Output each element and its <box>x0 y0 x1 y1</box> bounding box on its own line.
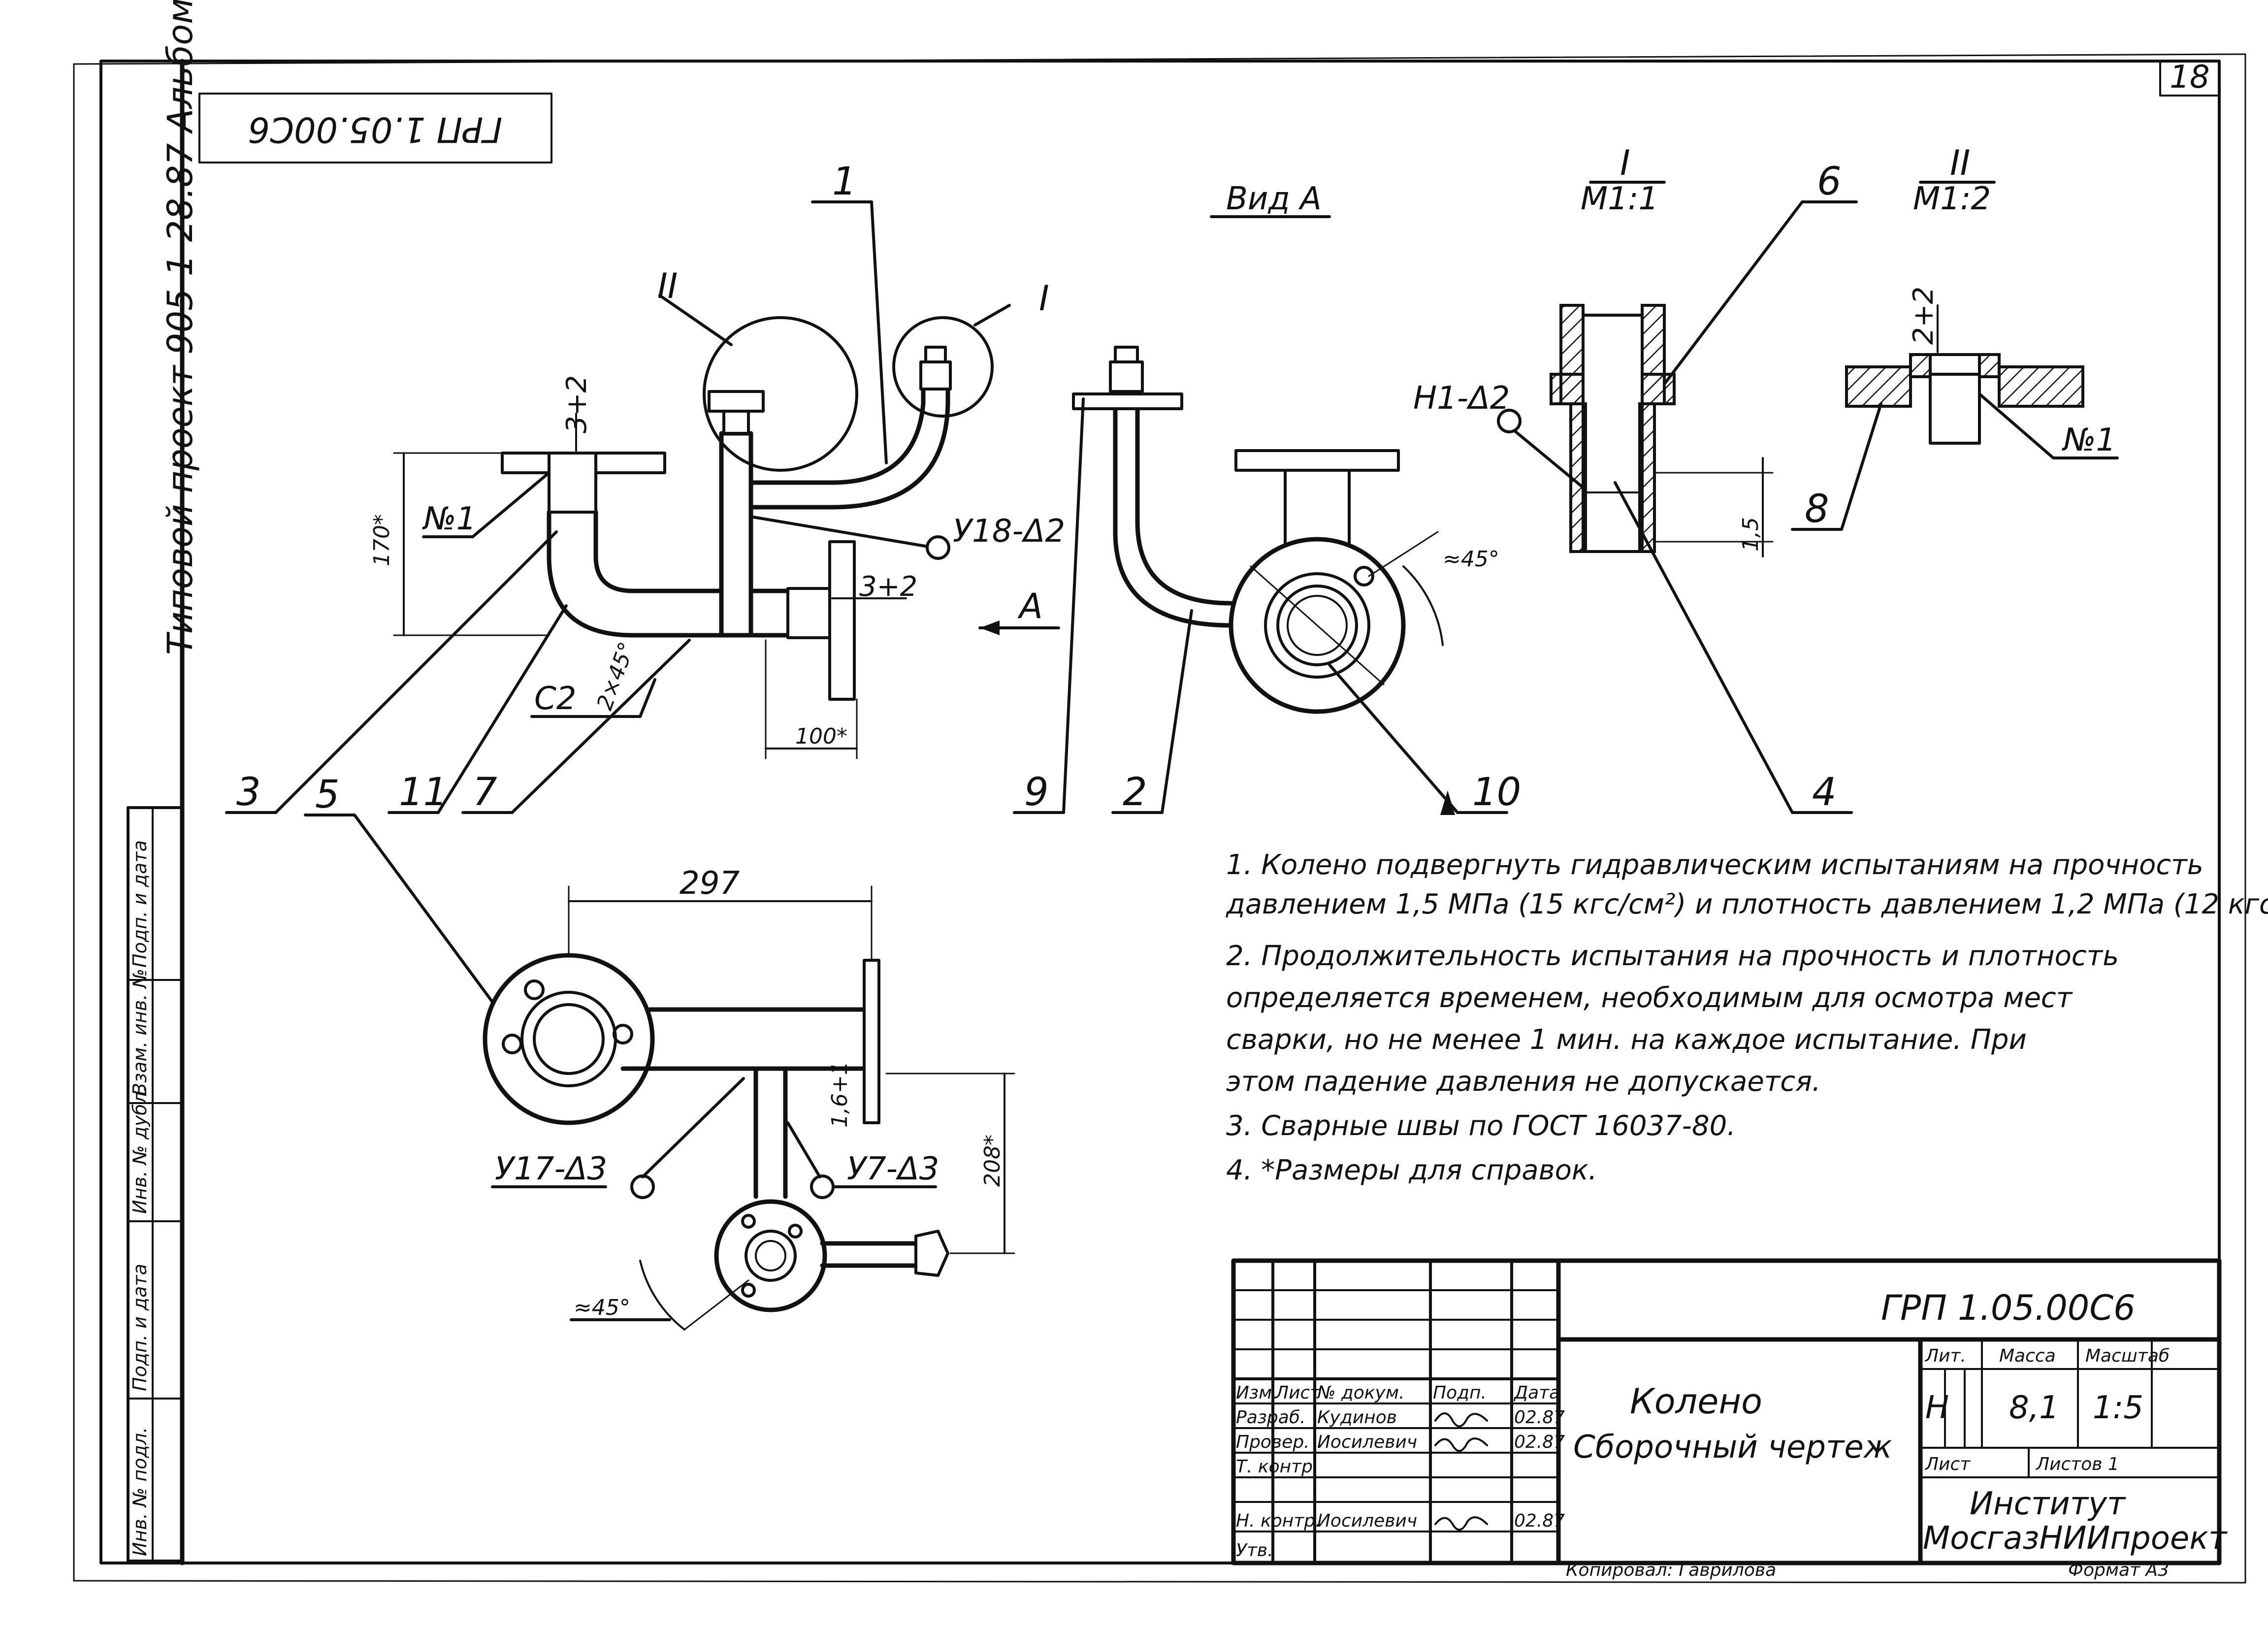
vertical-project-title: Типовой проект 905-1-28.87 Альбом 2 <box>160 0 200 655</box>
tb-header-list: Лист <box>1274 1383 1321 1403</box>
page-number: 18 <box>2170 59 2209 96</box>
sheet-footer: Копировал: Гаврилова Формат А3 <box>1566 1560 2169 1580</box>
arrow-A-label: А <box>1017 586 1043 626</box>
callout-2: 2 <box>1123 770 1147 814</box>
tb-role-tech-control: Т. контр. <box>1236 1457 1318 1477</box>
callout-10: 10 <box>1472 770 1521 814</box>
tb-doc-type: Сборочный чертеж <box>1573 1429 1892 1466</box>
margin-label-sign-date-2: Подп. и дата <box>129 1264 151 1391</box>
note-line-6: этом падение давления не допускается. <box>1226 1066 1821 1098</box>
weld-no1-detail: №1 <box>2062 422 2116 458</box>
tb-lit-value: Н <box>1925 1390 1949 1426</box>
angle-45-view-a: ≈45° <box>1443 547 1499 572</box>
note-line-3: 2. Продолжительность испытания на прочно… <box>1226 940 2119 972</box>
title-block: Изм. Лист № докум. Подп. Дата Разраб. Ку… <box>1231 1258 2228 1565</box>
note-line-1: 1. Колено подвергнуть гидравлическим исп… <box>1226 849 2203 881</box>
margin-label-orig-inv: Инв. № подл. <box>129 1427 151 1556</box>
detail-I-scale: М1:1 <box>1581 181 1658 217</box>
callout-6: 6 <box>1817 160 1842 204</box>
plan-view: 297 208* ≈45° 1,6+1 У17-Δ3 У7-Δ3 <box>483 865 1015 1331</box>
tb-date-developer: 02.87 <box>1514 1407 1565 1428</box>
tb-product-name: Колено <box>1630 1381 1762 1422</box>
tb-role-norm-control: Н. контр. <box>1236 1511 1321 1531</box>
detail-II-scale: М1:2 <box>1913 181 1991 217</box>
tb-mass-header: Масса <box>1999 1346 2056 1366</box>
detail-II: II М1:2 2+2 №1 8 <box>1791 143 2119 531</box>
margin-label-dup-inv: Инв. № дубл. <box>129 1086 151 1214</box>
tb-date-checker: 02.87 <box>1514 1432 1565 1452</box>
detail-I-numeral: I <box>1620 143 1630 183</box>
dim-2: 2+2 <box>1908 287 1940 345</box>
tb-scale-header: Масштаб <box>2085 1346 2170 1366</box>
tb-sheet-label: Лист <box>1924 1454 1971 1474</box>
tb-sheets-label: Листов 1 <box>2035 1454 2119 1474</box>
circle-II-label: II <box>657 266 678 306</box>
tb-name-checker: Иосилевич <box>1317 1432 1417 1452</box>
dim-c2-value: 2×45° <box>592 639 640 714</box>
weld-h1: Н1-Δ2 <box>1413 380 1510 417</box>
tb-name-norm-control: Иосилевич <box>1317 1511 1417 1531</box>
tb-date-norm-control: 02.87 <box>1514 1511 1565 1531</box>
margin-label-replace-inv: Взам. инв. № <box>129 969 151 1096</box>
view-a-title: Вид А <box>1226 181 1322 217</box>
dim-c2: С2 <box>534 681 576 717</box>
angle-45-plan: ≈45° <box>574 1295 630 1320</box>
detail-I: I М1:1 1,5 6 4 Н1-Δ2 <box>1413 143 1858 814</box>
tb-mass-value: 8,1 <box>2009 1390 2059 1426</box>
tb-org-line1: Институт <box>1970 1486 2126 1522</box>
weld-u7: У7-Δ3 <box>847 1151 939 1187</box>
left-margin-stamp: Подп. и дата Взам. инв. № Инв. № дубл. П… <box>127 806 184 1563</box>
callout-4: 4 <box>1812 770 1837 814</box>
weld-u18: У18-Δ2 <box>953 513 1065 550</box>
tb-org-line2: МосгазНИИпроект <box>1923 1520 2228 1557</box>
view-a: Вид А ≈45° 9 2 10 <box>1013 181 1521 815</box>
footer-format: Формат А3 <box>2068 1560 2169 1580</box>
tb-header-izm: Изм. <box>1236 1383 1278 1403</box>
tb-role-checker: Провер. <box>1236 1432 1310 1452</box>
note-line-5: сварки, но не менее 1 мин. на каждое исп… <box>1226 1024 2027 1056</box>
tb-header-doc: № докум. <box>1316 1383 1404 1403</box>
main-view: 1 II I 170* 3+2 3+2 100* А №1 У18-Δ2 С2 <box>225 160 1065 1013</box>
tb-header-date: Дата <box>1513 1383 1560 1403</box>
margin-label-sign-date-1: Подп. и дата <box>129 840 151 968</box>
top-drawing-code: ГРП 1.05.00С6 <box>248 109 503 150</box>
dim-1-5: 1,5 <box>1738 517 1763 552</box>
dim-3-right: 3+2 <box>859 571 917 603</box>
footer-copied-by: Копировал: Гаврилова <box>1566 1560 1776 1580</box>
callout-8: 8 <box>1805 487 1829 531</box>
tb-name-developer: Кудинов <box>1317 1407 1397 1428</box>
note-line-4: определяется временем, необходимым для о… <box>1226 982 2073 1014</box>
dim-297: 297 <box>680 865 740 902</box>
tb-lit-header: Лит. <box>1924 1346 1966 1366</box>
note-line-8: 4. *Размеры для справок. <box>1226 1154 1597 1186</box>
callout-9: 9 <box>1024 770 1049 814</box>
dim-100: 100* <box>795 724 847 749</box>
tb-role-developer: Разраб. <box>1236 1407 1305 1428</box>
tb-role-approved: Утв. <box>1236 1540 1273 1561</box>
tb-drawing-code: ГРП 1.05.00С6 <box>1881 1288 2136 1328</box>
tb-scale-value: 1:5 <box>2093 1390 2143 1426</box>
callout-5: 5 <box>315 773 340 817</box>
weld-no1-main: №1 <box>422 501 476 537</box>
technical-notes: 1. Колено подвергнуть гидравлическим исп… <box>1226 849 2268 1186</box>
dim-1-6: 1,6+1 <box>827 1061 852 1128</box>
dim-208: 208* <box>980 1135 1005 1187</box>
callout-3: 3 <box>236 770 261 814</box>
callout-1: 1 <box>832 160 857 204</box>
dim-170: 170* <box>369 514 394 566</box>
weld-u17: У17-Δ3 <box>495 1151 607 1187</box>
note-line-2: давлением 1,5 МПа (15 кгс/см²) и плотнос… <box>1226 888 2268 920</box>
circle-I-label: I <box>1039 278 1049 319</box>
tb-header-sign: Подп. <box>1433 1383 1487 1403</box>
callout-7: 7 <box>473 770 497 814</box>
dim-3-top: 3+2 <box>561 375 593 433</box>
note-line-7: 3. Сварные швы по ГОСТ 16037-80. <box>1226 1110 1736 1142</box>
callout-11: 11 <box>399 770 448 814</box>
detail-II-numeral: II <box>1950 143 1970 183</box>
